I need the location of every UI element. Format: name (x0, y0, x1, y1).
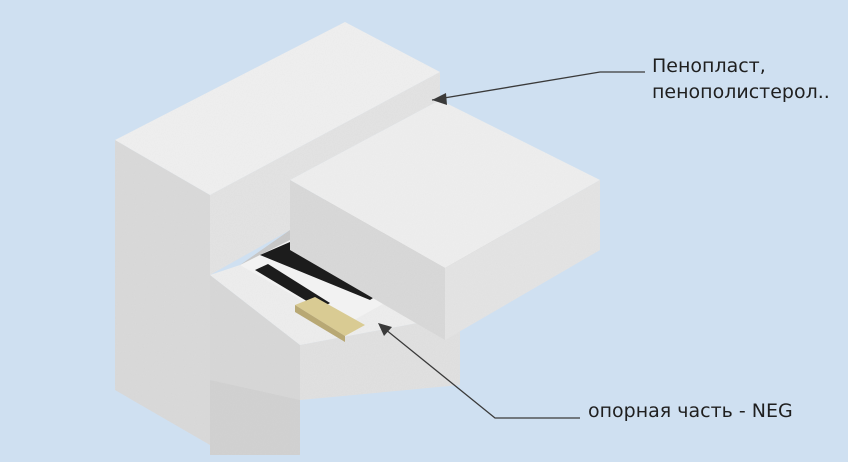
callout-foam-label: Пенопласт, пенополистерол.. (652, 53, 830, 105)
block-stem-front (210, 380, 300, 455)
block-wall-front (210, 72, 440, 275)
arrowhead-bearing (378, 323, 392, 336)
arrowhead-foam (432, 93, 447, 105)
bearing-pad-side (295, 305, 345, 342)
bearing-black-strip-2 (255, 264, 330, 309)
bearing-pad-block (295, 297, 365, 336)
leader-line-foam (431, 71, 645, 101)
slab-left (290, 180, 445, 340)
callout-bearing-label: опорная часть - NEG (588, 400, 793, 422)
block-left-face (115, 140, 210, 445)
slab-front (445, 180, 600, 340)
leader-line-bearing (379, 324, 580, 419)
slab-top (290, 100, 600, 268)
block-ledge-front (300, 315, 460, 400)
block-ledge-left (210, 275, 300, 400)
callout-foam-line2: пенополистерол.. (652, 81, 830, 103)
leader-lines (378, 71, 645, 419)
block-wall-top (115, 22, 440, 195)
foam-slab (290, 100, 600, 340)
callout-foam-line1: Пенопласт, (652, 55, 766, 77)
